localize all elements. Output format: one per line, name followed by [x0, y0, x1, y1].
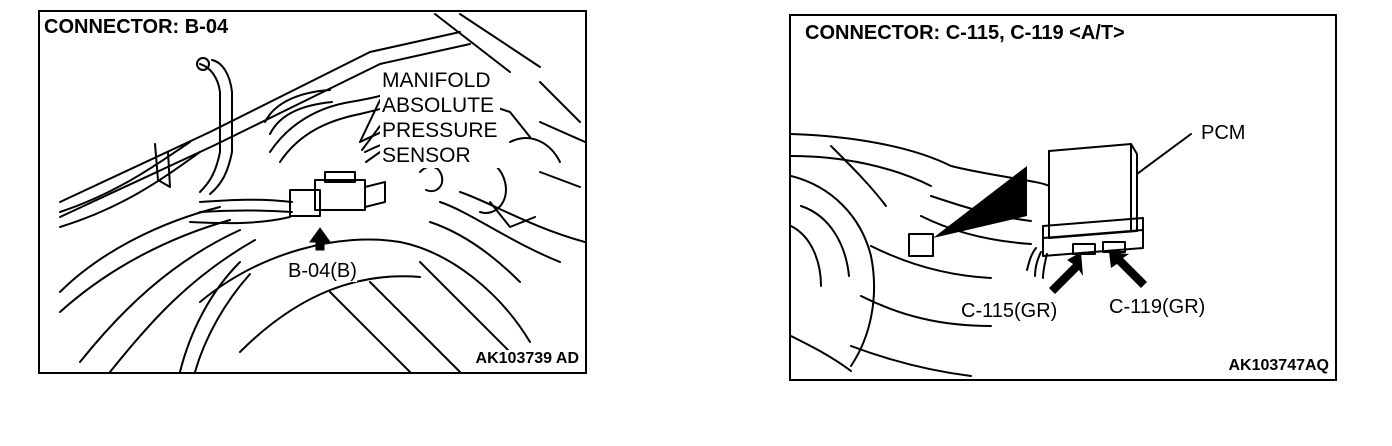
panel-title: CONNECTOR: B-04: [44, 16, 233, 38]
connector-arrow: [309, 227, 331, 251]
connector-label: B-04(B): [288, 260, 357, 282]
engine-bay-illustration: [59, 13, 585, 372]
dashboard-illustration: [791, 133, 1192, 377]
pcm-label: PCM: [1201, 122, 1246, 144]
connector-c115-label: C-115(GR): [961, 300, 1058, 322]
figure-code: AK103739 AD: [475, 350, 579, 368]
figure-code: AK103747AQ: [1228, 357, 1329, 375]
sensor-label-line: MANIFOLD: [380, 68, 500, 93]
connector-c119-label: C-119(GR): [1109, 296, 1206, 318]
panel-title: CONNECTOR: C-115, C-119 <A/T>: [805, 22, 1129, 44]
location-wedge: [933, 166, 1027, 238]
connector-arrow-c119: [1109, 252, 1147, 288]
sensor-label-line: PRESSURE: [380, 118, 500, 143]
sensor-label-line: ABSOLUTE: [380, 93, 500, 118]
sensor-label: MANIFOLD ABSOLUTE PRESSURE SENSOR: [380, 68, 500, 168]
connector-arrow-c115: [1049, 252, 1083, 294]
sensor-label-line: SENSOR: [380, 143, 500, 168]
connector-c115-c119-panel: CONNECTOR: C-115, C-119 <A/T> PCM C-115(…: [789, 14, 1337, 381]
connector-b04-panel: CONNECTOR: B-04 MANIFOLD ABSOLUTE PRESSU…: [38, 10, 587, 374]
